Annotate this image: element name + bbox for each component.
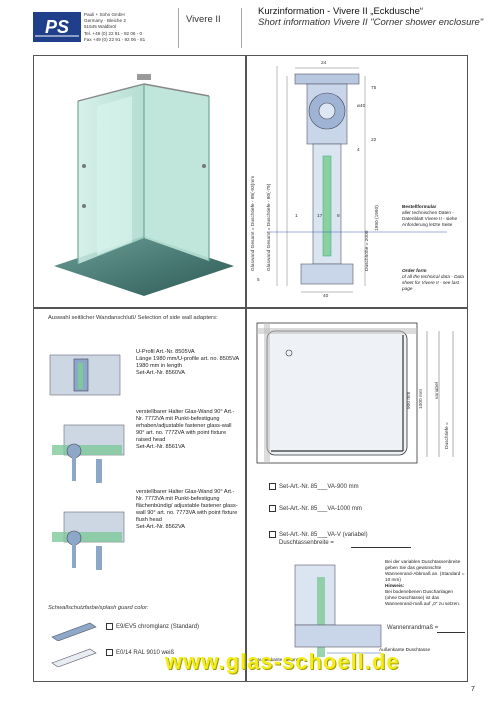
dim-left-bottom: 5 [257,278,260,283]
checkbox[interactable] [269,483,276,490]
company-city: 51545 Waldbröl [84,24,117,30]
raised-fastener-illustration [52,424,125,483]
checkbox[interactable] [106,623,113,630]
dim-mid-2: 8 [337,214,340,219]
company-logo: PS [33,12,81,42]
splash-option-white[interactable]: E0/14 RAL 9010 weiß [106,649,174,656]
plan-drawing [256,322,454,464]
plan-option-900[interactable]: Set-Art.-Nr. 85___VA-900 mm [269,483,359,490]
plan-panel: 900 mm 1000 mm variabel Duschtiefe = Set… [246,308,468,682]
dim-mid-left: 1 [295,214,298,219]
order-note-en: Order form of all the technical data - D… [402,268,466,292]
order-note-de-title: Bestellformular [402,204,437,209]
tray-edge-label: Außenkante Duschtasse [379,647,431,652]
profile-drawing [267,66,447,293]
wall-edge-label: Außenkante Seitenteil [257,657,303,662]
order-note-en-text: of all the technical data - Data sheet f… [402,274,465,291]
shower-render-panel [33,55,246,308]
dim-bottom: 40 [323,294,329,299]
rand-label: Wannenrandmaß = [387,625,439,631]
company-street: Germany · Bleiche 2 [84,18,126,24]
splash-option-chrome-label: E9/EV5 chromglanz (Standard) [116,624,200,631]
adapter-1-desc: Länge 1980 mm/U-profile art. no. 8505VA … [136,356,239,369]
svg-text:PS: PS [45,17,69,37]
plan-option-900-label: Set-Art.-Nr. 85___VA-900 mm [279,484,359,491]
tech-drawing-panel: 24 75 ø40 22 4 1 17 8 5 40 Glaswand Gesa… [246,55,468,308]
u-profile-illustration [49,354,121,396]
company-fax: Fax +49 (0) 22 91 - 92 06 - 81 [84,36,146,42]
adapter-3-title: verstellbarer Halter Glas-Wand 90° Art.-… [136,489,238,523]
plan-option-variable[interactable]: Set-Art.-Nr. 85___VA-V (variabel) [269,531,368,538]
watermark: www.glas-schoell.de [165,649,400,674]
plan-dim-1000: 1000 mm [419,389,424,409]
adapter-2-title: verstellbarer Halter Glas-Wand 90° Art.-… [136,409,235,443]
checkbox[interactable] [269,505,276,512]
page-number: 7 [471,686,475,693]
plan-variable: variabel [435,382,440,399]
detail-note-2-title: Hinweis: [385,583,405,588]
model-name: Vivere II [186,14,221,25]
adapters-panel: Auswahl seitlicher Wandanschluß/ Selecti… [33,308,246,682]
flush-fastener-illustration [52,511,125,570]
detail-note-1: Bei der variablen Duschtassenbreite gebe… [385,559,465,582]
dim-top: 24 [321,61,327,66]
vertical-label-3: Duschhöhe = 2000 [365,230,370,271]
detail-note-2: Hinweis: Bei bodenebenen Duschanlagen (o… [385,583,465,607]
dim-right-3: 22 [371,138,377,143]
adapter-2-set: Set-Art.-Nr. 8561VA [136,444,186,450]
width-input-line[interactable] [351,547,411,548]
dim-mid-1: 17 [317,214,323,219]
plan-depth-label: Duschtiefe = [445,422,450,449]
order-note-en-title: Order form [402,268,427,273]
plan-option-1000-label: Set-Art.-Nr. 85___VA-1000 mm [279,506,362,513]
company-name: Pauli + Sohn GmbH [84,12,125,17]
plan-dim-900: 900 mm [407,391,412,409]
adapter-1-set: Set-Art.-Nr. 8560VA [136,370,186,376]
rand-input-line[interactable] [437,632,465,633]
dim-right-2: ø40 [357,104,366,109]
adapter-3-set: Set-Art.-Nr. 8562VA [136,524,186,530]
adapters-heading: Auswahl seitlicher Wandanschluß/ Selecti… [48,315,218,321]
adapter-item-1: U-Profil Art.-Nr. 8505VA Länge 1980 mm/U… [136,349,241,377]
header-divider [241,8,242,48]
page-title: Kurzinformation - Vivere II „Eckdusche“ … [258,6,488,28]
dim-right-1: 75 [371,86,377,91]
detail-drawing [294,564,382,657]
order-note-de-text: aller technischen Daten - Datenblatt Viv… [402,210,458,227]
vertical-label-2: Glaswand Gesamt = Duschtiefe - 80(-79) [267,183,272,271]
splash-option-chrome[interactable]: E9/EV5 chromglanz (Standard) [106,623,199,630]
header-divider [178,8,179,48]
splash-heading: Schwallschutzfarbe/splash guard color: [48,605,149,611]
adapter-item-3: verstellbarer Halter Glas-Wand 90° Art.-… [136,489,241,531]
company-address: Pauli + Sohn GmbH Germany · Bleiche 2 51… [84,12,179,43]
title-de: Kurzinformation - Vivere II „Eckdusche“ [258,6,424,17]
checkbox[interactable] [269,531,276,538]
plan-option-1000[interactable]: Set-Art.-Nr. 85___VA-1000 mm [269,505,362,512]
splash-guard-chrome-icon [51,622,97,641]
order-note-de: Bestellformular aller technischen Daten … [402,204,466,228]
splash-guard-white-icon [51,648,97,667]
vertical-label-1: Glaswand Gesamt = Duschtiefe - 85(-93)mm [251,175,256,271]
checkbox[interactable] [106,649,113,656]
adapter-item-2: verstellbarer Halter Glas-Wand 90° Art.-… [136,409,241,451]
title-en: Short information Vivere II "Corner show… [258,17,484,28]
detail-note-2-text: Bei bodenebenen Duschanlagen (ohne Dusch… [385,589,461,606]
splash-option-white-label: E0/14 RAL 9010 weiß [116,650,175,657]
plan-option-variable-label: Set-Art.-Nr. 85___VA-V (variabel) [279,532,368,539]
adapter-1-title: U-Profil Art.-Nr. 8505VA [136,349,195,355]
dim-right-4: 4 [357,148,360,153]
width-label: Duschtassenbreite = [279,540,334,546]
company-tel: Tel. +49 (0) 22 91 - 92 06 - 0 [84,30,143,36]
shower-render-image [54,74,234,296]
side-dimension: 1990 (1990) [375,205,380,231]
